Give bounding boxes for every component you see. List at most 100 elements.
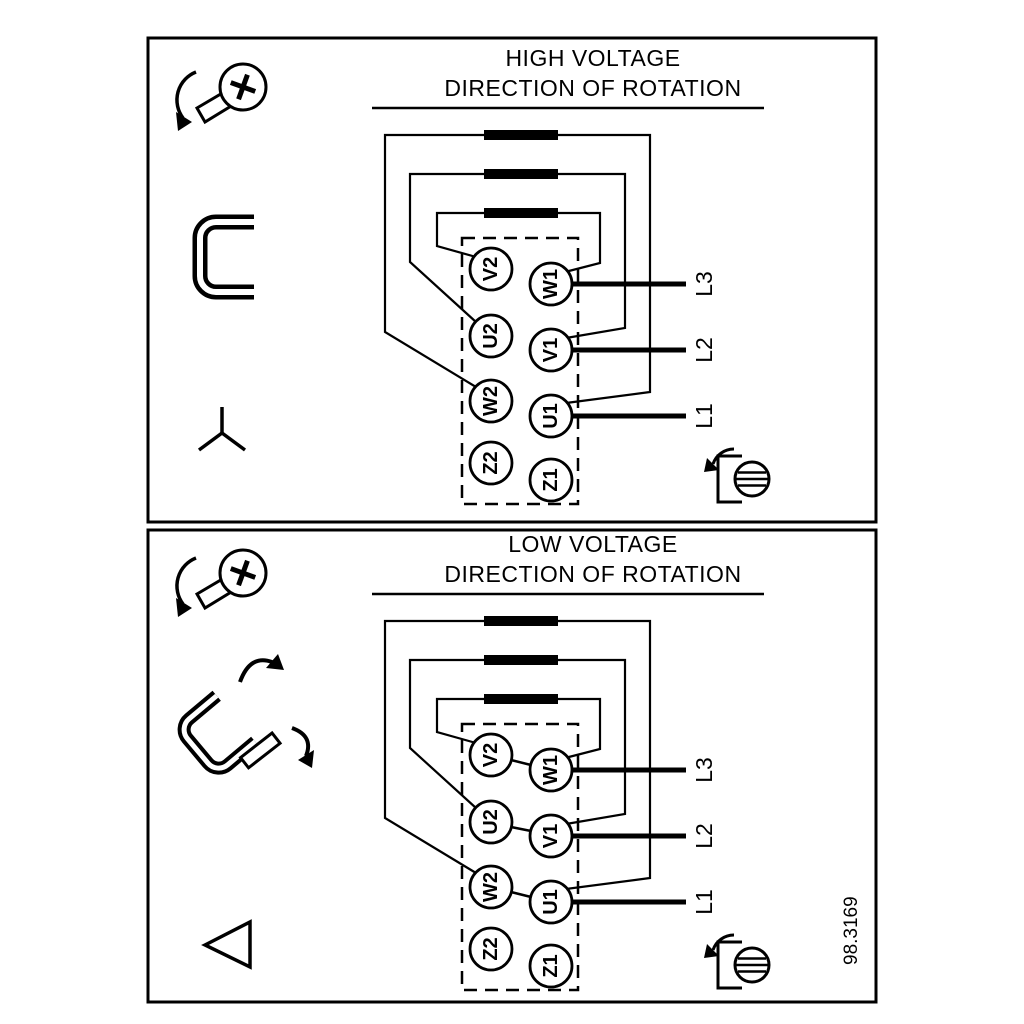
terminal-label-v2: V2: [480, 257, 502, 281]
jumper-bar: [484, 616, 558, 626]
direction-arrowhead: [704, 458, 719, 472]
terminal-v2: V2: [468, 246, 514, 292]
terminal-z1: Z1: [528, 457, 574, 503]
wire: [408, 172, 486, 323]
low-panel-title-line1: LOW VOLTAGE: [508, 531, 678, 557]
jumper-bar: [484, 208, 558, 218]
supply-label-l1: L1: [691, 403, 717, 429]
wiring: [383, 619, 652, 899]
terminal-label-u1: U1: [540, 889, 562, 915]
terminal-u2: U2: [468, 313, 514, 359]
delta-link: [510, 825, 532, 833]
terminal-box: V2 U2 W2 Z2 W1 V1: [460, 722, 580, 992]
supply-label-l3: L3: [691, 271, 717, 297]
direction-arrow: [711, 447, 735, 465]
delta-link: [510, 890, 532, 899]
wiring: [383, 133, 652, 405]
rotation-arrowhead: [176, 598, 192, 617]
terminal-u2: U2: [468, 799, 514, 845]
jumper-bar: [484, 694, 558, 704]
terminal-box-outline: [460, 236, 580, 506]
terminal-label-v2: V2: [480, 743, 502, 767]
wire: [556, 658, 627, 826]
low-voltage-panel: LOW VOLTAGE DIRECTION OF ROTATION: [175, 531, 771, 992]
rotation-arrow: [175, 70, 197, 120]
terminal-box-outline: [460, 722, 580, 992]
high-panel-title-line1: HIGH VOLTAGE: [505, 45, 680, 71]
supply-label-l1: L1: [691, 889, 717, 915]
terminal-label-z2: Z2: [480, 451, 502, 474]
direction-arrow: [711, 933, 735, 951]
supply-label-l2: L2: [691, 337, 717, 363]
jumper-bar: [484, 130, 558, 140]
terminal-w2: W2: [468, 378, 514, 424]
terminal-label-w1: W1: [540, 755, 562, 785]
jumper-bars: [484, 616, 558, 704]
phillips-cross-icon: [229, 73, 257, 101]
move-arrow: [238, 658, 273, 683]
move-arrow: [291, 726, 311, 757]
delta-symbol: [201, 919, 252, 970]
terminal-z1: Z1: [528, 943, 574, 989]
direction-arrowhead: [704, 944, 719, 958]
terminal-label-v1: V1: [540, 338, 562, 362]
wire: [383, 619, 486, 874]
terminal-z2: Z2: [468, 926, 514, 972]
wire: [435, 697, 486, 745]
rotation-direction-icon: [704, 447, 771, 504]
jumper-bar: [484, 655, 558, 665]
wire: [556, 619, 652, 891]
wire: [408, 658, 486, 809]
terminal-w1: W1: [528, 261, 574, 307]
terminal-label-w2: W2: [480, 386, 502, 416]
rotation-arrowhead: [176, 112, 192, 131]
terminal-label-u2: U2: [480, 323, 502, 349]
link-icon: [192, 214, 254, 300]
supply-lines: L3 L2 L1: [572, 271, 717, 429]
terminal-label-w1: W1: [540, 269, 562, 299]
wire: [435, 211, 486, 259]
move-arrowhead: [298, 750, 314, 768]
terminal-v2: V2: [468, 732, 514, 778]
terminal-label-v1: V1: [540, 824, 562, 848]
terminal-label-u1: U1: [540, 403, 562, 429]
terminal-label-w2: W2: [480, 872, 502, 902]
low-panel-title-line2: DIRECTION OF ROTATION: [444, 561, 741, 587]
wire: [556, 697, 602, 760]
supply-lines: L3 L2 L1: [572, 757, 717, 915]
terminal-v1: V1: [528, 813, 574, 859]
high-voltage-panel: HIGH VOLTAGE DIRECTION OF ROTATION: [175, 45, 771, 506]
move-arrowhead: [266, 654, 284, 670]
delta-link: [510, 758, 532, 767]
phillips-cross-icon: [229, 559, 257, 587]
terminal-u1: U1: [528, 879, 574, 925]
jumper-bars: [484, 130, 558, 218]
screw-icon: [175, 62, 268, 131]
star-symbol: [197, 407, 247, 452]
terminal-w2: W2: [468, 864, 514, 910]
high-panel-title-line2: DIRECTION OF ROTATION: [444, 75, 741, 101]
terminal-w1: W1: [528, 747, 574, 793]
low-voltage-panel-border: [146, 528, 878, 1004]
link-tab: [238, 730, 283, 770]
terminal-u1: U1: [528, 393, 574, 439]
rotation-arrow: [175, 556, 197, 606]
terminal-v1: V1: [528, 327, 574, 373]
wire: [556, 133, 652, 405]
jumper-bar: [484, 169, 558, 179]
terminal-label-z1: Z1: [540, 468, 562, 491]
terminal-label-z2: Z2: [480, 937, 502, 960]
terminal-label-z1: Z1: [540, 954, 562, 977]
figure-code: 98.3169: [841, 896, 862, 965]
wire: [556, 172, 627, 340]
terminal-z2: Z2: [468, 440, 514, 486]
supply-label-l2: L2: [691, 823, 717, 849]
links-rearrange-icon: [177, 654, 314, 775]
wire: [556, 211, 602, 274]
supply-label-l3: L3: [691, 757, 717, 783]
screw-icon: [175, 548, 268, 617]
high-voltage-panel-border: [146, 36, 878, 524]
terminal-box: V2 U2 W2 Z2 W1 V1: [460, 236, 580, 506]
terminal-label-u2: U2: [480, 809, 502, 835]
